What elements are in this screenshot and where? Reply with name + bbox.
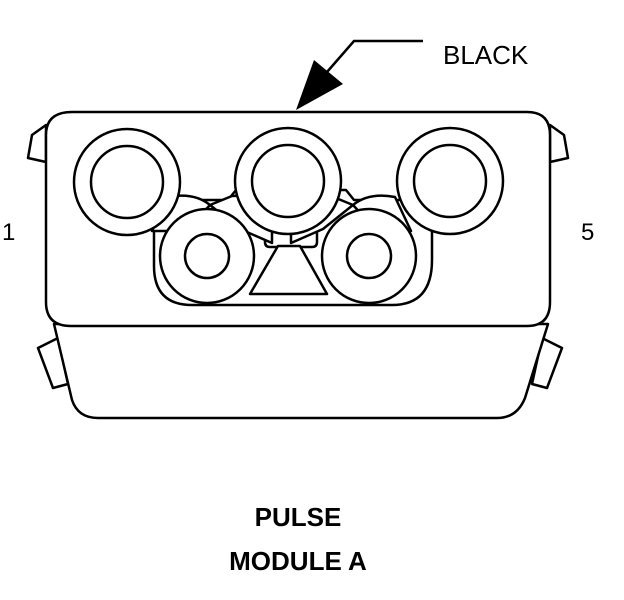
connector-lower-shell xyxy=(52,322,550,420)
large-cavity-inner-2 xyxy=(250,143,326,219)
connector-housing xyxy=(26,110,570,420)
pin-1-label: 1 xyxy=(2,219,15,246)
right-upper-latch xyxy=(548,123,570,164)
small-cavity-inner-1 xyxy=(183,232,231,280)
large-cavity-inner-3 xyxy=(412,143,488,219)
small-cavity-inner-2 xyxy=(345,232,393,280)
callout-color-label: BLACK xyxy=(443,40,529,70)
pin-5-label: 5 xyxy=(581,219,594,246)
black-callout-leader xyxy=(296,39,423,110)
caption-line-2: MODULE A xyxy=(229,546,367,576)
large-cavity-inner-1 xyxy=(89,144,165,220)
caption-line-1: PULSE xyxy=(255,502,342,532)
callout-arrowhead xyxy=(296,60,343,110)
keying-feature xyxy=(248,244,329,296)
left-upper-latch xyxy=(26,123,48,164)
